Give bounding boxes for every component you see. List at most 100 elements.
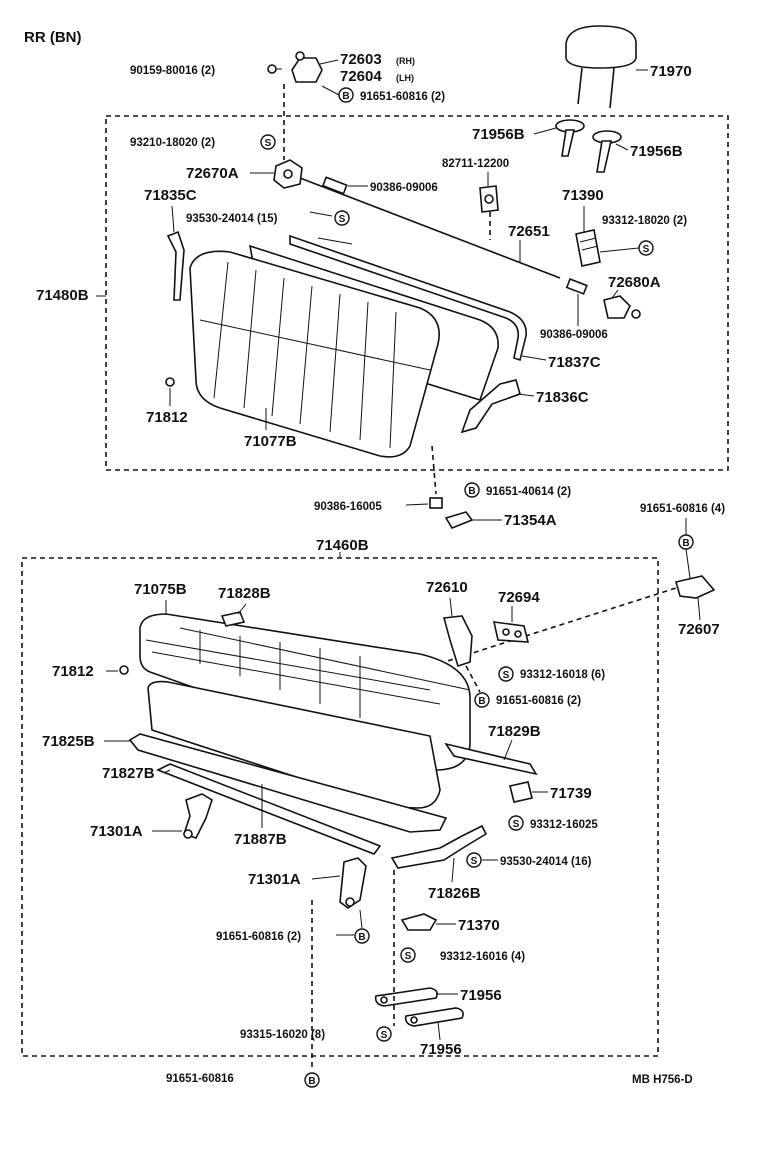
plate-71354A	[444, 511, 474, 529]
hinge-71301A-left	[182, 793, 213, 839]
label-91651-60816-2-mid: 91651-60816 (2)	[496, 695, 581, 707]
clamp-71956-a	[374, 987, 438, 1007]
label-72680A: 72680A	[608, 274, 661, 291]
label-71956-b: 71956	[420, 1041, 462, 1058]
label-93312-16016: 93312-16016 (4)	[440, 951, 525, 963]
screw-symbol-93312-16025: S	[508, 815, 524, 831]
label-71480B: 71480B	[36, 287, 89, 304]
label-93315: 93315-16020 (8)	[240, 1029, 325, 1041]
label-93312-16018: 93312-16018 (6)	[520, 669, 605, 681]
label-91651-60816-bottom: 91651-60816	[166, 1073, 234, 1085]
label-90159: 90159-80016 (2)	[130, 65, 215, 77]
label-93312-18020: 93312-18020 (2)	[602, 215, 687, 227]
label-72603: 72603	[340, 51, 382, 68]
label-72651: 72651	[508, 223, 550, 240]
bolt-symbol-91651-40614: B	[464, 482, 480, 498]
label-90386-09006-a: 90386-09006	[370, 182, 438, 194]
label-71460B: 71460B	[316, 537, 369, 554]
lock-72670A	[273, 159, 303, 189]
label-71887B: 71887B	[234, 831, 287, 848]
screw-symbol-93530-16: S	[466, 852, 482, 868]
label-82711: 82711-12200	[442, 158, 509, 170]
hinge-72694	[492, 621, 530, 643]
screw-symbol-93210: S	[260, 134, 276, 150]
label-71077B: 71077B	[244, 433, 297, 450]
svg-text:B: B	[682, 538, 689, 549]
bolt-symbol-91651-60816-4: B	[678, 534, 694, 550]
label-91651-40614: 91651-40614 (2)	[486, 486, 571, 498]
label-72603-side: (RH)	[396, 56, 415, 66]
screw-symbol-93312-16016: S	[400, 947, 416, 963]
label-71370: 71370	[458, 917, 500, 934]
bolt-symbol-top: B	[338, 87, 354, 103]
label-71836C: 71836C	[536, 389, 589, 406]
seat-frame-71825B	[128, 733, 448, 833]
seat-rail-71827B	[156, 763, 382, 855]
svg-text:S: S	[513, 819, 520, 830]
release-71390	[575, 229, 601, 267]
label-71301A-center: 71301A	[248, 871, 301, 888]
svg-text:B: B	[478, 696, 485, 707]
clamp-71956-b	[404, 1007, 464, 1027]
headrest-guide-right	[592, 130, 622, 173]
bolt-symbol-91651-60816-2-low: B	[354, 928, 370, 944]
label-71970: 71970	[650, 63, 692, 80]
clip-71812-upper	[165, 377, 175, 387]
svg-text:B: B	[468, 486, 475, 497]
label-71301A-left: 71301A	[90, 823, 143, 840]
label-72670A: 72670A	[186, 165, 239, 182]
svg-text:S: S	[339, 214, 346, 225]
collar-90386-09006-b	[565, 278, 588, 295]
bracket-72610	[442, 615, 473, 668]
label-71390: 71390	[562, 187, 604, 204]
label-90386-09006-b: 90386-09006	[540, 329, 608, 341]
label-72604: 72604	[340, 68, 382, 85]
clip-71812-lower	[119, 665, 129, 675]
bracket-72607	[674, 575, 716, 599]
bolt-symbol-91651-60816-2-mid: B	[474, 692, 490, 708]
label-72607: 72607	[678, 621, 720, 638]
label-93312-16025: 93312-16025	[530, 819, 598, 831]
svg-text:B: B	[342, 91, 349, 102]
seatback-frame-71837C	[289, 234, 527, 362]
diagram-title: RR (BN)	[24, 29, 82, 46]
svg-text:S: S	[405, 951, 412, 962]
bushing-90386-16005	[429, 497, 443, 509]
clip-82711	[479, 185, 499, 213]
seat-rail-71829B	[444, 742, 538, 776]
label-93530-15: 93530-24014 (15)	[186, 213, 278, 225]
label-71826B: 71826B	[428, 885, 481, 902]
bracket-71826B	[390, 824, 488, 869]
label-71825B: 71825B	[42, 733, 95, 750]
screw-symbol-93315: S	[376, 1026, 392, 1042]
label-71829B: 71829B	[488, 723, 541, 740]
svg-text:B: B	[308, 1076, 315, 1087]
label-71812-upper: 71812	[146, 409, 188, 426]
label-71956-a: 71956	[460, 987, 502, 1004]
label-71354A: 71354A	[504, 512, 557, 529]
bracket-72603	[291, 51, 323, 83]
label-71827B: 71827B	[102, 765, 155, 782]
screw-90159	[267, 64, 282, 74]
svg-text:S: S	[643, 244, 650, 255]
svg-text:S: S	[503, 670, 510, 681]
upper-assembly-box	[105, 115, 729, 471]
label-91651-60816-2-low: 91651-60816 (2)	[216, 931, 301, 943]
svg-text:S: S	[265, 138, 272, 149]
rod-72651	[299, 176, 561, 279]
label-71837C: 71837C	[548, 354, 601, 371]
screw-symbol-93312-16018: S	[498, 666, 514, 682]
label-71812-lower: 71812	[52, 663, 94, 680]
label-71956B-left: 71956B	[472, 126, 525, 143]
screw-symbol-93530-15: S	[334, 210, 350, 226]
label-71075B: 71075B	[134, 581, 187, 598]
label-71828B: 71828B	[218, 585, 271, 602]
clip-71828B	[220, 611, 246, 627]
lock-72680A	[603, 295, 641, 319]
label-93210: 93210-18020 (2)	[130, 137, 215, 149]
diagram-code: MB H756-D	[632, 1074, 693, 1086]
headrest-71970	[565, 25, 637, 109]
label-72694: 72694	[498, 589, 540, 606]
headrest-guide-left	[555, 119, 585, 157]
